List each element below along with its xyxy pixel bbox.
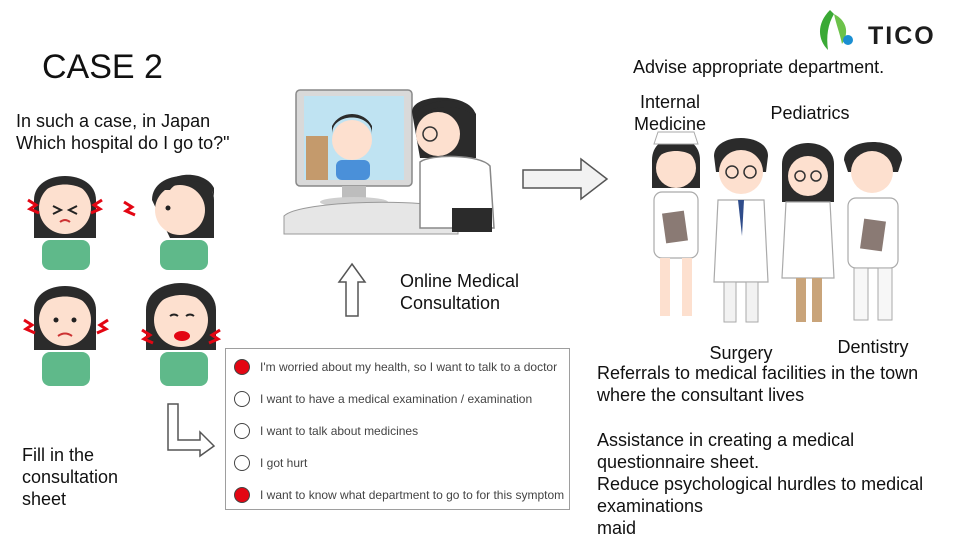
fill-label-line: sheet (22, 489, 67, 509)
radio-button[interactable] (234, 423, 250, 439)
fill-label-line: consultation (22, 467, 119, 487)
patient-pain-illustration (140, 283, 222, 386)
referrals-line: where the consultant lives (597, 385, 805, 405)
online-consultation-label: Online Medical Consultation (400, 270, 550, 314)
referrals-line: Referrals to medical facilities in the t… (597, 363, 919, 383)
radio-button[interactable] (234, 359, 250, 375)
sheet-option[interactable]: I want to talk about medicines (234, 421, 418, 441)
fill-label-line: Fill in the (22, 445, 95, 465)
logo-text: TICO (868, 22, 936, 50)
question-line: In such a case, in Japan (16, 111, 211, 131)
online-label-line: Consultation (400, 293, 501, 313)
radio-button[interactable] (234, 455, 250, 471)
sheet-option[interactable]: I'm worried about my health, so I want t… (234, 357, 557, 377)
assistance-line: examinations (597, 496, 704, 516)
dept-label-line: Internal (639, 92, 701, 112)
dentist-illustration (844, 142, 902, 321)
right-arrow-icon (522, 157, 609, 201)
online-label-line: Online Medical (400, 271, 520, 291)
radio-button[interactable] (234, 487, 250, 503)
l-arrow-icon (167, 403, 216, 458)
male-doctor-illustration (713, 138, 769, 323)
assistance-line: maid (597, 518, 637, 538)
nurse-illustration (652, 131, 700, 316)
patients-illustration (22, 174, 222, 386)
dept-dentistry: Dentistry (837, 337, 909, 357)
assistance-line: Assistance in creating a medical (597, 430, 855, 450)
dept-internal-medicine: Internal Medicine (628, 91, 712, 135)
patient-sad-illustration (22, 286, 110, 386)
fill-sheet-label: Fill in the consultation sheet (22, 444, 162, 510)
sheet-option[interactable]: I got hurt (234, 453, 307, 473)
leaf-logo-icon (820, 10, 853, 50)
up-arrow-icon (337, 262, 367, 317)
female-doctor-illustration (781, 143, 835, 322)
advise-text: Advise appropriate department. (633, 57, 885, 77)
patient-side-illustration (122, 174, 214, 270)
tico-logo (816, 6, 946, 56)
assistance-line: Reduce psychological hurdles to medical (597, 474, 924, 494)
dept-pediatrics: Pediatrics (770, 103, 850, 123)
online-consultation-illustration (283, 89, 495, 235)
page-title: CASE 2 (42, 48, 163, 86)
option-label: I'm worried about my health, so I want t… (260, 360, 558, 374)
dept-label-line: Medicine (633, 114, 707, 134)
sheet-option[interactable]: I want to have a medical examination / e… (234, 389, 532, 409)
assistance-line: questionnaire sheet. (597, 452, 760, 472)
patient-headache-illustration (26, 176, 104, 270)
option-label: I want to have a medical examination / e… (260, 392, 533, 406)
question-text: In such a case, in Japan Which hospital … (16, 110, 276, 154)
assistance-text: Assistance in creating a medical questio… (597, 429, 952, 539)
dept-surgery: Surgery (709, 343, 773, 363)
option-label: I want to talk about medicines (260, 424, 419, 438)
question-line: Which hospital do I go to?" (16, 133, 230, 153)
referrals-text: Referrals to medical facilities in the t… (597, 362, 947, 406)
option-label: I want to know what department to go to … (260, 488, 565, 502)
medical-staff-illustration (652, 131, 902, 323)
consultation-sheet: I'm worried about my health, so I want t… (225, 348, 570, 510)
option-label: I got hurt (260, 456, 308, 470)
sheet-option[interactable]: I want to know what department to go to … (234, 485, 564, 505)
radio-button[interactable] (234, 391, 250, 407)
